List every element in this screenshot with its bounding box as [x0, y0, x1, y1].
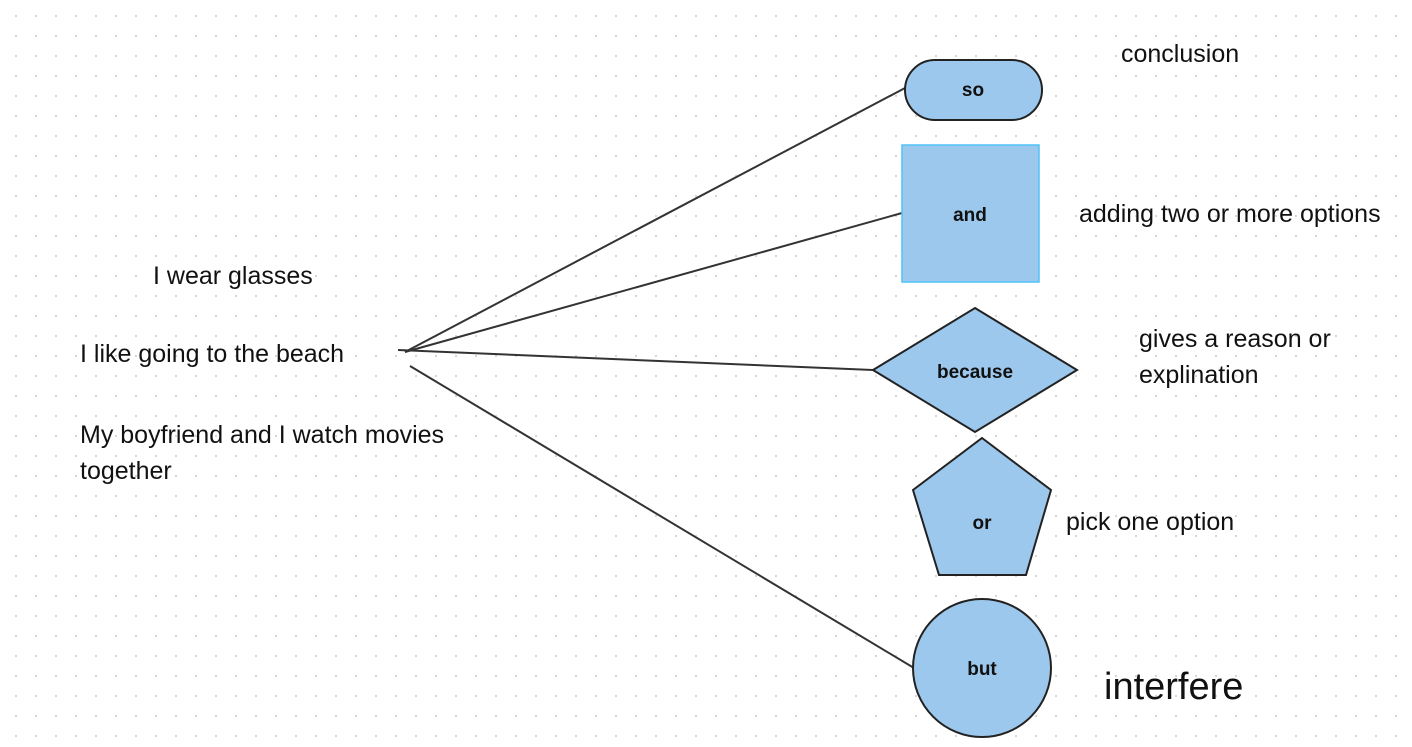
shape-but-label: but	[967, 659, 997, 680]
connector-because	[397, 349, 874, 371]
sentence-movies: My boyfriend and I watch movies together	[80, 421, 445, 485]
meaning-or: pick one option	[1066, 508, 1235, 536]
connector-and	[404, 212, 903, 353]
meaning-and: adding two or more options	[1079, 200, 1381, 228]
connector-but	[409, 365, 915, 669]
meaning-but: interfere	[1104, 666, 1244, 708]
sentence-beach: I like going to the beach	[80, 340, 345, 368]
shape-or-label: or	[973, 513, 993, 534]
meaning-so: conclusion	[1121, 40, 1240, 68]
shape-because[interactable]: because	[871, 306, 1079, 434]
shape-and[interactable]: and	[901, 144, 1040, 283]
shape-and-label: and	[953, 205, 987, 226]
connector-so	[404, 87, 906, 353]
shape-or[interactable]: or	[911, 436, 1053, 576]
meaning-because: gives a reason or explination	[1139, 325, 1331, 389]
shape-so-label: so	[962, 80, 984, 101]
shape-but[interactable]: but	[912, 598, 1052, 738]
shape-so[interactable]: so	[904, 59, 1043, 121]
sentence-glasses: I wear glasses	[153, 262, 313, 290]
shape-because-label: because	[937, 362, 1013, 383]
